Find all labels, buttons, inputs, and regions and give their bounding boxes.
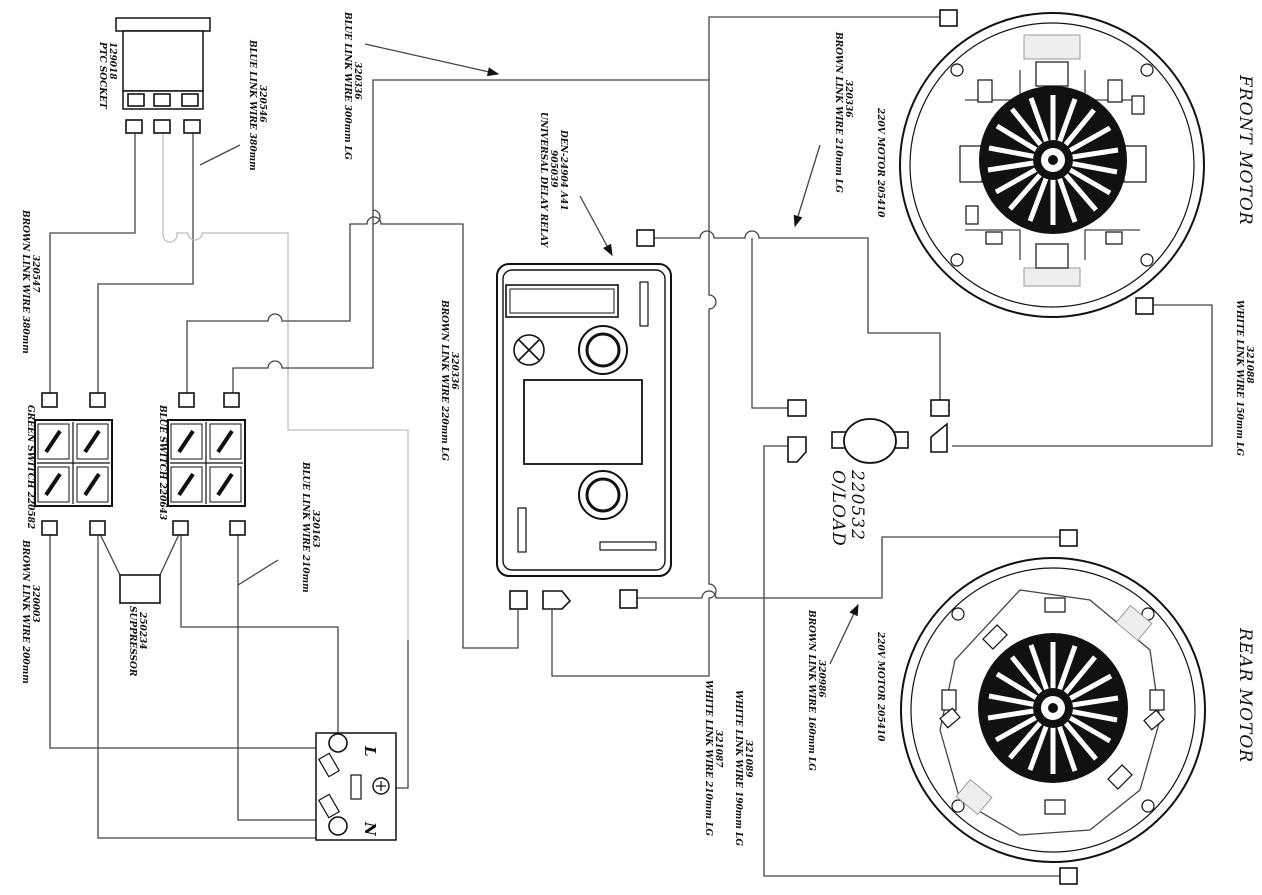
arrow-brown-210 <box>793 144 821 228</box>
blue-switch-label: BLUE SWITCH 220643 <box>157 404 167 520</box>
wire-relay-overload <box>751 238 788 409</box>
brown-160-code: 320986 <box>816 660 826 698</box>
wire-brown-210 <box>645 230 941 400</box>
relay-terminal-bottom-left <box>509 590 528 610</box>
overload-code: 220532 <box>847 469 867 541</box>
annotation-arrows <box>199 43 859 665</box>
delay-relay <box>496 229 672 610</box>
brown-220-code: 320336 <box>449 352 459 390</box>
rear-motor-title: REAR MOTOR <box>1235 627 1255 763</box>
arrow-brown-160 <box>829 603 859 665</box>
wire-brown-160 <box>636 536 1060 599</box>
blue-300-name: BLUE LINK WIRE 300mm LG <box>342 11 352 160</box>
brown-380-code: 320547 <box>30 255 40 293</box>
ptc-terminal-1 <box>125 119 143 134</box>
white-150-name: WHITE LINK WIRE 150mm LG <box>1234 300 1244 456</box>
wire-blue-210 <box>237 530 318 821</box>
ptc-socket-code: 129018 <box>107 42 117 80</box>
front-motor <box>899 9 1205 318</box>
front-motor-terminal-top <box>939 9 958 27</box>
brown-210-code: 320336 <box>843 80 853 118</box>
front-motor-title: FRONT MOTOR <box>1235 74 1255 226</box>
rear-motor-terminal-bottom <box>1059 867 1078 885</box>
arrow-relay <box>579 195 613 257</box>
front-motor-terminal-bottom <box>1135 297 1154 315</box>
brown-380-name: BROWN LINK WIRE 380mm <box>20 209 30 354</box>
blue-210-code: 320163 <box>310 510 320 548</box>
suppressor <box>119 574 161 604</box>
rear-motor <box>900 529 1206 885</box>
overload <box>787 399 950 464</box>
wire-green-bottom-right <box>97 530 338 839</box>
wire-grey-ptc <box>162 133 409 640</box>
wire-suppressor-right <box>159 529 182 576</box>
terminal-block: L N <box>315 732 397 841</box>
ptc-terminal-3 <box>183 119 201 134</box>
wire-white-150 <box>952 304 1213 447</box>
blue-switch <box>167 392 246 536</box>
green-switch-label: GREEN SWITCH 220582 <box>25 405 35 529</box>
relay-terminal-top <box>636 229 655 247</box>
overload-body <box>843 418 897 464</box>
brown-200-name: BROWN LINK WIRE 200mm <box>20 539 30 684</box>
white-210-code: 321087 <box>713 730 723 768</box>
rear-motor-spec: 220V MOTOR 205410 <box>875 631 885 742</box>
brown-210-name: BROWN LINK WIRE 210mm LG <box>833 31 843 193</box>
rear-motor-terminal-top <box>1059 529 1078 547</box>
white-210-name: WHITE LINK WIRE 210mm LG <box>703 680 713 836</box>
blue-300-code: 320336 <box>352 62 362 100</box>
white-190-name: WHITE LINK WIRE 190mm LG <box>733 690 743 846</box>
suppressor-code: 250234 <box>137 611 147 650</box>
relay-terminal-bottom-mid <box>542 590 572 610</box>
terminal-live-label: L <box>361 745 379 757</box>
wire-earth <box>395 640 409 789</box>
terminal-neutral-label: N <box>361 821 379 837</box>
wire-ptc-right <box>97 133 194 400</box>
brown-220-name: BROWN LINK WIRE 220mm LG <box>439 299 449 461</box>
suppressor-name: SUPPRESSOR <box>127 606 137 677</box>
labels: PTC SOCKET 129018 BLUE LINK WIRE 380mm 3… <box>20 11 1255 846</box>
wire-front-motor-top <box>708 16 948 80</box>
wire-brown-380 <box>49 133 136 400</box>
relay-name: UNIVERSAL DELAY RELAY <box>538 112 548 249</box>
ptc-terminal-2 <box>153 119 171 134</box>
wire-suppressor-left <box>97 529 121 576</box>
wire-blue-switch-bottom-left <box>180 530 339 735</box>
arrow-blue-300 <box>364 43 500 77</box>
blue-210-name: BLUE LINK WIRE 210mm <box>300 461 310 593</box>
white-190-code: 321089 <box>743 740 753 778</box>
wiring-lines <box>49 16 1213 877</box>
blue-380-name: BLUE LINK WIRE 380mm <box>247 39 257 171</box>
blue-380-code: 320546 <box>257 85 267 123</box>
leader-blue-210 <box>237 559 279 586</box>
relay-code: 905039 <box>548 150 558 188</box>
relay-model: DEN-24904 A41 <box>558 129 568 211</box>
green-switch <box>34 392 113 536</box>
front-motor-spec: 220V MOTOR 205410 <box>875 107 885 218</box>
relay-terminal-bottom-right <box>619 589 638 609</box>
leader-blue-380 <box>199 144 241 166</box>
brown-200-code: 320003 <box>30 585 40 623</box>
overload-name: O/LOAD <box>828 470 848 547</box>
ptc-socket-name: PTC SOCKET <box>97 41 107 110</box>
wire-white-190 <box>763 445 1060 877</box>
white-150-code: 321088 <box>1244 346 1254 384</box>
wire-brown-200 <box>49 530 338 749</box>
wire-blue-300 <box>232 79 717 677</box>
brown-160-name: BROWN LINK WIRE 160mm LG <box>806 609 816 771</box>
ptc-socket <box>115 17 211 134</box>
wire-blue-switch-top-left <box>186 216 519 649</box>
